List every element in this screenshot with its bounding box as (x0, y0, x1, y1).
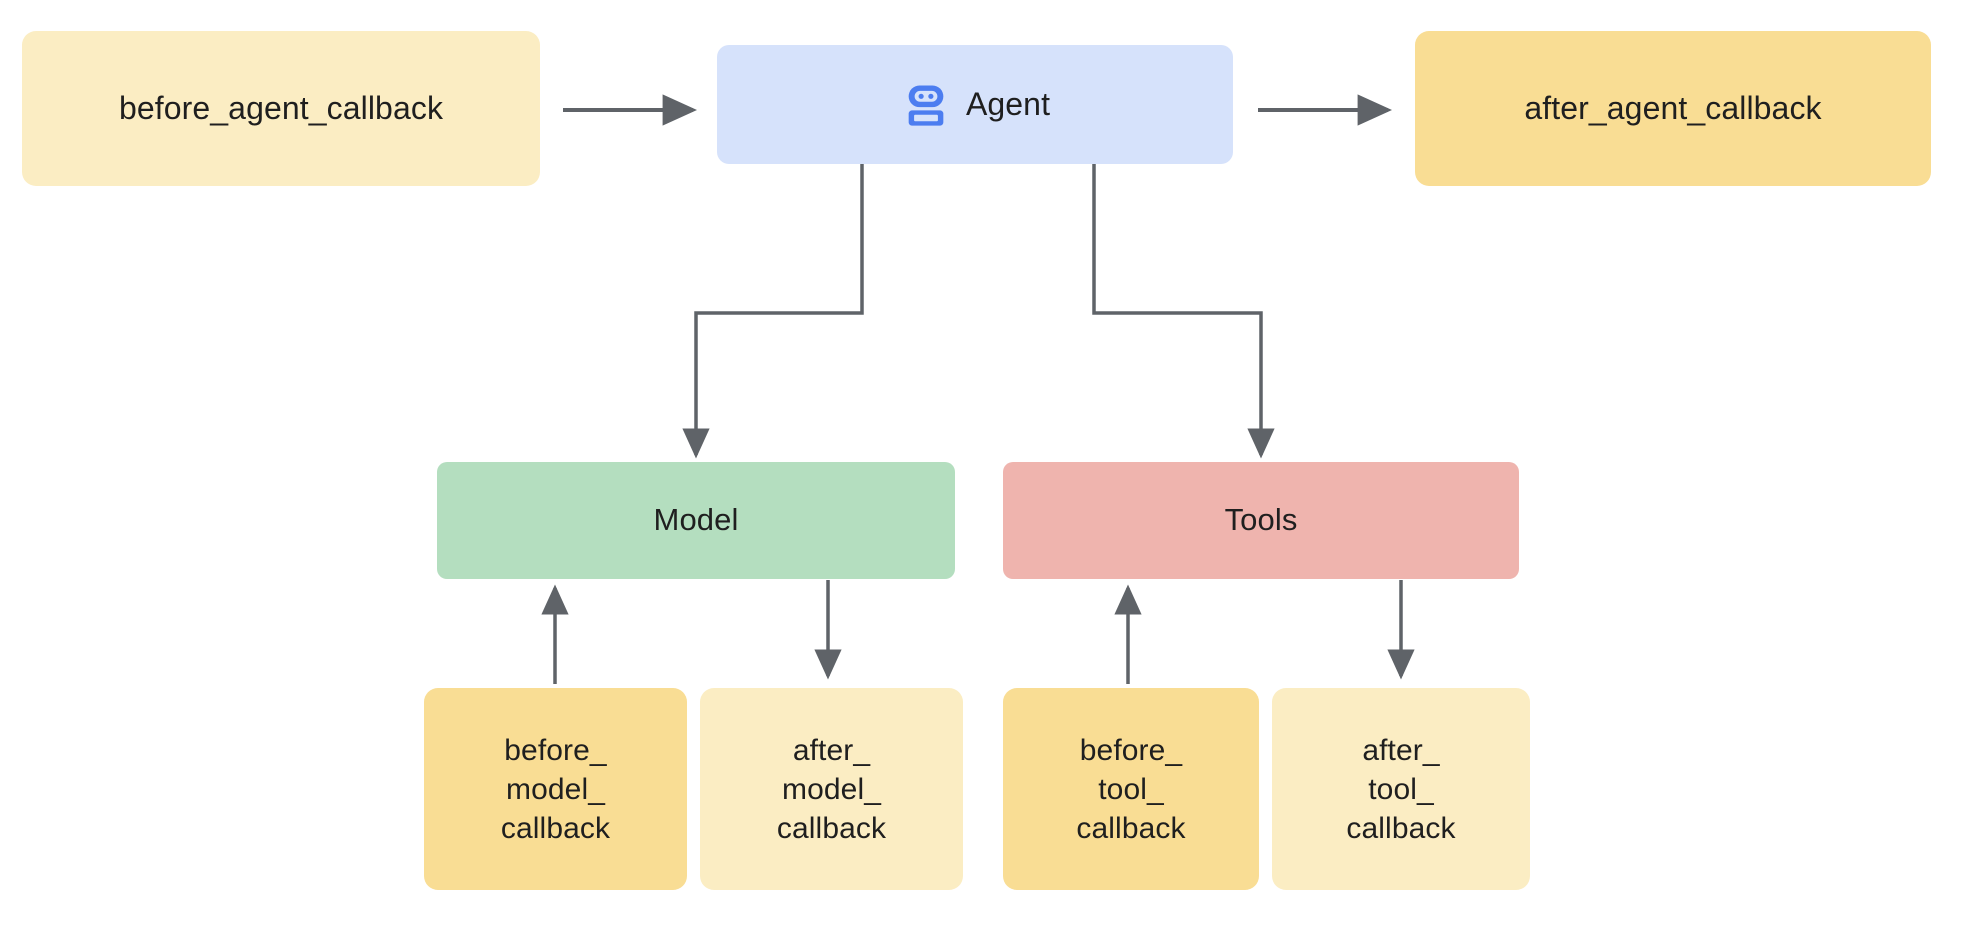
node-after-agent-callback-label: after_agent_callback (1524, 89, 1822, 126)
node-after-tool-callback-label: after_ tool_ callback (1346, 733, 1456, 845)
node-before-agent-callback[interactable]: before_agent_callback (22, 31, 540, 186)
node-agent-label: Agent (965, 85, 1051, 122)
node-before-agent-callback-label: before_agent_callback (118, 89, 444, 126)
edge-agent-to-tools (1092, 164, 1275, 459)
node-before-model-callback-label: before_ model_ callback (500, 733, 611, 845)
node-tools-label: Tools (1224, 502, 1298, 538)
node-model-label: Model (653, 502, 739, 538)
node-tools[interactable]: Tools (1003, 462, 1519, 579)
node-agent[interactable]: Agent (717, 45, 1233, 164)
node-after-model-callback[interactable]: after_ model_ callback (700, 688, 963, 890)
node-after-model-callback-label: after_ model_ callback (776, 733, 887, 845)
node-before-model-callback[interactable]: before_ model_ callback (424, 688, 687, 890)
node-before-tool-callback[interactable]: before_ tool_ callback (1003, 688, 1259, 890)
node-before-tool-callback-label: before_ tool_ callback (1076, 733, 1186, 845)
node-after-tool-callback[interactable]: after_ tool_ callback (1272, 688, 1530, 890)
robot-icon (908, 85, 944, 126)
edge-agent-to-model (682, 164, 864, 459)
node-after-agent-callback[interactable]: after_agent_callback (1415, 31, 1931, 186)
node-model[interactable]: Model (437, 462, 955, 579)
